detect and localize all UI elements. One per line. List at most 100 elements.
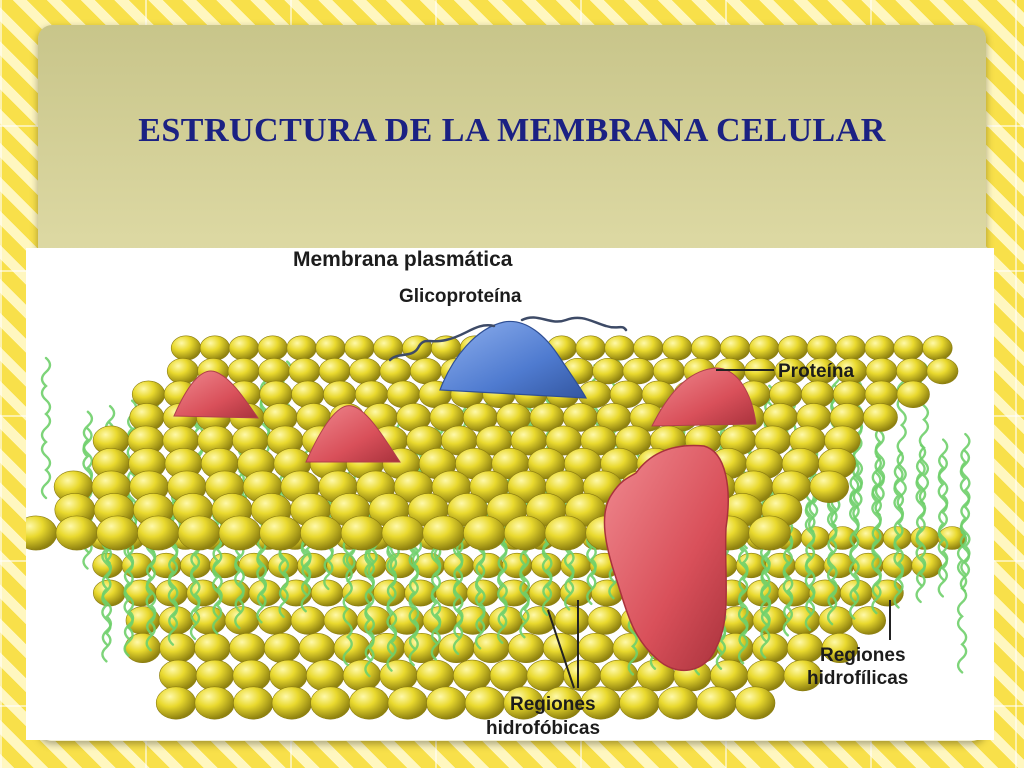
inner-phospholipid-head — [619, 686, 660, 720]
lipid-tail — [386, 529, 397, 672]
outer-phospholipid-head — [893, 335, 924, 361]
label-hydrophobic-line2: hidrofóbicas — [486, 718, 600, 739]
glycoprotein-body — [439, 320, 587, 399]
inner-phospholipid-head — [310, 579, 344, 607]
outer-phospholipid-head — [896, 357, 928, 385]
inner-phospholipid-head — [426, 686, 467, 720]
outer-phospholipid-head — [806, 335, 837, 361]
diagram-labels: Membrana plasmática Glicoproteína Proteí… — [293, 248, 908, 739]
outer-phospholipid-head — [340, 515, 384, 551]
outer-phospholipid-head — [544, 515, 587, 551]
outer-phospholipid-head — [177, 515, 221, 551]
lipid-tail — [893, 449, 905, 592]
lipid-tail — [871, 471, 882, 615]
peripheral-protein-center — [305, 405, 401, 463]
outer-phospholipid-head — [503, 515, 547, 551]
outer-phospholipid-head — [744, 357, 777, 385]
inner-phospholipid-head — [489, 659, 528, 692]
inner-phospholipid-head — [783, 659, 822, 692]
outer-phospholipid-head — [604, 335, 635, 361]
inner-phospholipid-head — [735, 686, 776, 720]
inner-phospholipid-head — [124, 632, 161, 663]
inner-phospholipid-head — [577, 632, 615, 663]
inner-phospholipid-head — [310, 686, 351, 720]
lipid-tail — [804, 488, 816, 631]
outer-phospholipid-head — [769, 380, 803, 409]
inner-phospholipid-head — [587, 606, 622, 635]
glycoprotein-chain-left — [388, 324, 496, 362]
outer-phospholipid-head — [922, 335, 953, 361]
inner-phospholipid-head — [710, 659, 749, 692]
outer-phospholipid-head — [55, 515, 98, 551]
outer-phospholipid-head — [288, 357, 321, 385]
inner-phospholipid-head — [306, 659, 345, 692]
inner-phospholipid-head — [333, 632, 371, 663]
inner-phospholipid-head — [464, 686, 506, 720]
inner-phospholipid-head — [263, 632, 301, 663]
outer-phospholipid-head — [748, 335, 780, 361]
lipid-tail — [938, 438, 949, 581]
peripheral-protein-right — [651, 367, 757, 427]
outer-phospholipid-head — [379, 357, 412, 385]
outer-phospholipid-head — [291, 380, 325, 409]
outer-phospholipid-head — [864, 335, 895, 361]
transmembrane-protein — [603, 444, 729, 672]
inner-phospholipid-head — [777, 579, 811, 607]
inner-phospholipid-head — [271, 686, 312, 720]
inner-phospholipid-head — [696, 686, 737, 720]
outer-phospholipid-head — [592, 357, 625, 385]
outer-phospholipid-head — [258, 357, 290, 385]
outer-phospholipid-head — [318, 357, 351, 385]
inner-phospholipid-head — [438, 632, 475, 663]
inner-phospholipid-head — [911, 552, 943, 579]
outer-phospholipid-head — [835, 335, 866, 361]
outer-phospholipid-head — [257, 335, 288, 361]
label-glycoprotein: Glicoproteína — [399, 286, 522, 307]
lipid-tail — [40, 356, 52, 500]
inner-phospholipid-head — [159, 632, 196, 663]
inner-phospholipid-head — [746, 659, 786, 692]
outer-phospholipid-head — [315, 335, 346, 361]
inner-phospholipid-head — [290, 606, 326, 635]
lipid-tail — [959, 449, 971, 592]
inner-phospholipid-head — [851, 606, 886, 635]
hydrophobic-pointer-a — [547, 609, 575, 689]
inner-phospholipid-head — [217, 579, 251, 607]
label-hydrophobic-line1: Regiones — [510, 694, 596, 715]
outer-phospholipid-head — [633, 335, 664, 361]
inner-phospholipid-head — [657, 686, 699, 720]
inner-phospholipid-head — [416, 659, 455, 692]
lipid-tail — [956, 531, 968, 674]
slide-title: ESTRUCTURA DE LA MEMBRANA CELULAR — [138, 112, 886, 149]
outer-phospholipid-head — [575, 335, 606, 361]
proteins — [173, 316, 757, 672]
outer-phospholipid-head — [422, 515, 465, 551]
outer-phospholipid-head — [748, 515, 791, 551]
outer-phospholipid-head — [344, 335, 375, 361]
outer-phospholipid-head — [463, 515, 506, 551]
outer-phospholipid-head — [166, 357, 199, 385]
outer-phospholipid-head — [863, 403, 898, 432]
lipid-tail — [915, 460, 926, 604]
inner-phospholipid-head — [298, 632, 336, 663]
inner-phospholipid-head — [453, 659, 492, 692]
outer-phospholipid-head — [719, 335, 751, 361]
outer-phospholipid-head — [662, 335, 693, 361]
inner-phospholipid-head — [159, 659, 198, 692]
membrane-diagram: Membrana plasmática Glicoproteína Proteí… — [26, 248, 994, 740]
outer-phospholipid-head — [218, 515, 262, 551]
outer-phospholipid-head — [622, 357, 655, 385]
peripheral-protein-left — [173, 370, 259, 419]
outer-phospholipid-head — [170, 335, 202, 361]
outer-phospholipid-head — [96, 515, 139, 551]
inner-phospholipid-head — [194, 632, 231, 663]
inner-phospholipid-head — [554, 606, 589, 635]
outer-phospholipid-head — [228, 335, 259, 361]
inner-phospholipid-head — [233, 686, 274, 720]
inner-phospholipid-head — [818, 606, 853, 635]
label-hydrophilic-line2: hidrofílicas — [807, 668, 908, 689]
lipid-tail — [212, 475, 223, 618]
inner-phospholipid-head — [155, 686, 197, 720]
outer-phospholipid-head — [259, 515, 302, 551]
inner-phospholipid-head — [526, 659, 565, 692]
